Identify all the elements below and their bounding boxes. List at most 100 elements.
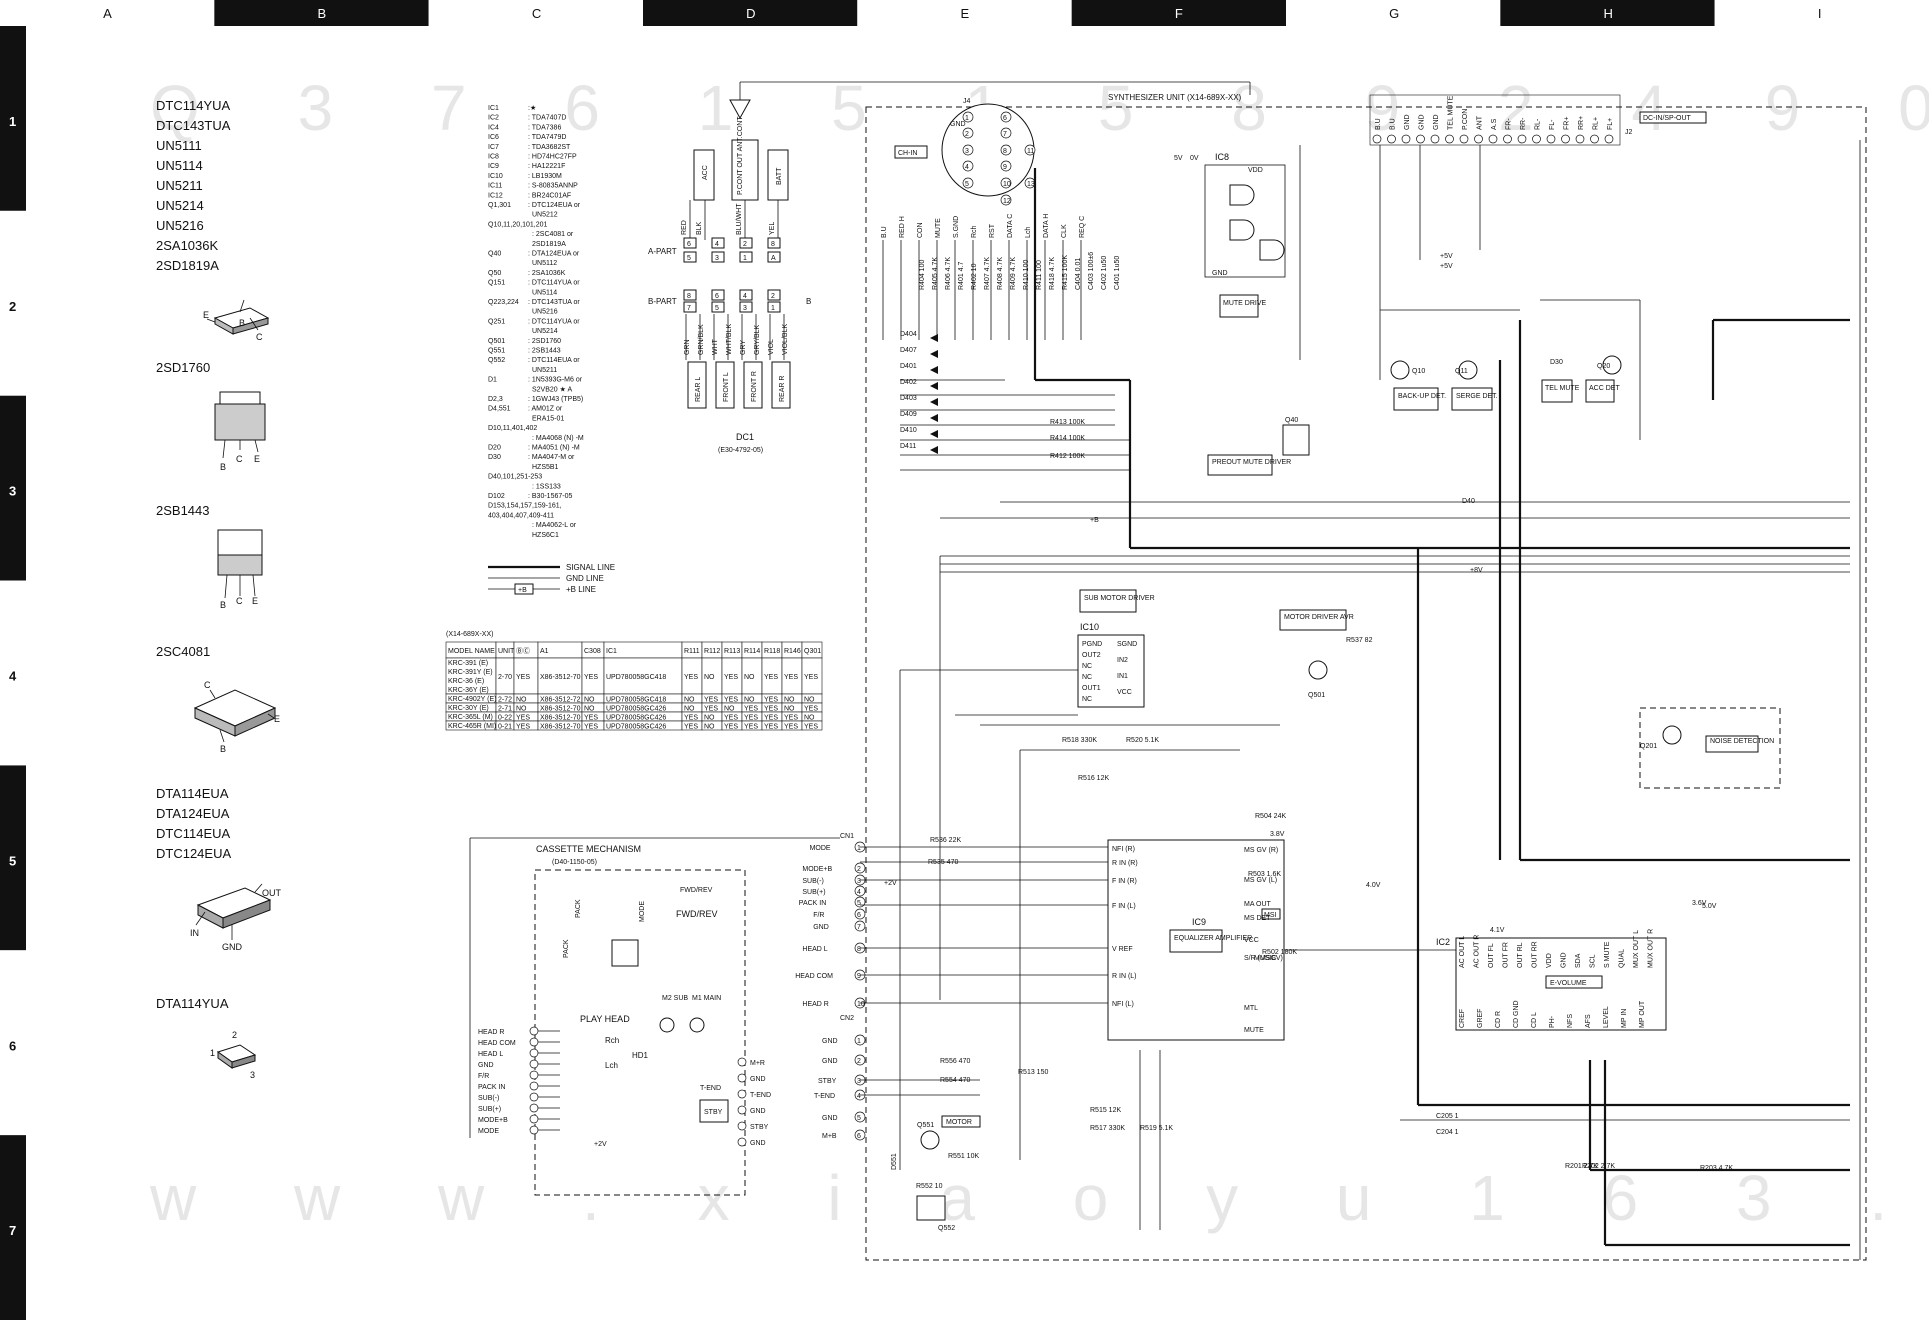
wiring [860,140,1861,1260]
dc1-b-pin-num: 4 [743,293,747,300]
ic-list-ref: Q501 [488,338,505,345]
parts-list: DTC114YUA DTC143TUA UN5111 UN5114 UN5211… [156,98,282,1080]
ic-list-part: : 2SC4081 or [532,231,574,238]
table-cell-value: NO [784,697,795,704]
table-row-model: KRC-465R (MI) [448,723,496,730]
ic-list-ref: IC9 [488,163,499,170]
diode-symbol [930,446,938,454]
ic9-pin-right: VCC [1244,937,1259,944]
j2-pin-label: GND [1419,114,1426,130]
dc1-b-pin [711,289,725,301]
q20-label: Q20 [1597,363,1610,370]
ic8-gnd: GND [1212,270,1228,277]
column-label: B [318,6,327,21]
ic-list-part: : TDA7386 [528,124,561,131]
part-label: DTC124EUA [156,846,231,861]
ic-list-part: : 2SA1036K [528,270,566,277]
j4-signal: CLK [1061,224,1068,238]
dc1-a-pin-num: 8 [771,241,775,248]
dc1-a-pin [683,251,697,263]
ic9-pin-left: V REF [1112,946,1133,953]
cn1-pin-label: GND [813,924,829,931]
dc-in-label: DC-IN/SP-OUT [1643,115,1692,122]
dc1-b-pin [683,301,697,313]
component-label: R414 100K [1050,435,1085,442]
dc1-b-pin [767,301,781,313]
ic2-pin-top: AC OUT L [1459,936,1466,968]
cn1-pin-label: HEAD L [802,946,827,953]
j4-pin [1000,177,1012,189]
ic2-pin-top: SDA [1575,953,1582,968]
j2-pin-label: ANT [1477,115,1484,130]
q552-label: Q552 [938,1225,955,1232]
j2-pin [1445,134,1454,144]
ic10-pin-left: OUT1 [1082,685,1101,692]
column-band-cell [1714,0,1929,26]
cn1-pin-num: 8 [857,946,861,953]
cassette-left-pin: HEAD COM [478,1040,516,1047]
dc1-a-pin-num: 6 [687,241,691,248]
ic-list-part: UN5214 [532,328,558,335]
table-header: R112 [704,648,720,655]
cn1-pin-label: F/R [813,912,824,919]
ic-list-ref: D2,3 [488,396,503,403]
j2-pin-label: P.CON [1462,109,1469,130]
ic9-pin-right: MS GV (L) [1244,877,1277,884]
cn1-pin-num: 5 [857,900,861,907]
wire-color: YEL [769,222,776,235]
j4-pin [1000,144,1012,156]
j2-pin [1416,134,1425,144]
motor-drive-block: Q551 MOTOR Q552 D551 [891,1115,981,1232]
dc1-connector: ACC P.CONT OUT ANT.CONT BATT RED BLK BLU… [648,81,1251,454]
detect-blocks: Q10 Q11 Q20 BACK-UP DET. SERGE DET. TEL … [1390,355,1622,505]
component-label: R517 330K [1090,1125,1125,1132]
ic10-pin-right: IN1 [1117,673,1128,680]
resistor-label: R401 4.7 [958,261,965,290]
ic9-pin-left: F IN (R) [1112,878,1137,885]
back-up-label: BACK-UP DET. [1398,393,1446,400]
cn1-pin-num: 9 [857,973,861,980]
cassette-title: CASSETTE MECHANISM [536,844,641,854]
cn2-pin-label: M+B [822,1133,837,1140]
diode-label: D403 [900,395,917,402]
cassette-pin-circle [737,1057,747,1067]
j4-gnd: GND [950,121,966,128]
table-cell-value: YES [744,715,758,722]
resistor-label: R405 4.7K [932,257,939,290]
speaker-label: FRONT R [751,371,758,402]
cn1-pin-num: 4 [857,889,861,896]
cn1-pin-label: PACK IN [799,900,827,907]
table-cell [801,720,823,731]
dc1-pin-batt: BATT [776,167,783,185]
ic2-pin-bottom: AFS [1585,1014,1592,1028]
row-label: 6 [9,1038,16,1053]
j4-signal: Rch [971,225,978,238]
resistor-label: R415 100K [1062,255,1069,290]
synth-unit-border [865,106,1867,1261]
speaker-box [743,361,763,409]
j2-pin [1546,134,1556,144]
table-cell-value: YES [724,697,738,704]
cn1-pin-num: 1 [857,845,861,852]
ic-list-ref: Q223,224 [488,299,519,306]
table-row-model: KRC-391 (E) [448,660,488,667]
dc1-b-pin-num: 3 [743,305,747,312]
row-band-cell [0,765,26,951]
noise-detection-block: Q201 NOISE DETECTION [1639,707,1781,789]
ic10-pin-left: NC [1082,663,1092,670]
table-cell-value: YES [784,715,798,722]
resistor-label: R407 4.7K [984,257,991,290]
tend-label: T-END [700,1085,721,1092]
table-cell-value: NO [684,706,695,713]
cassette-left-pin: MODE [478,1128,499,1135]
ic-list-part: UN5216 [532,309,558,316]
j2-pin [1488,134,1498,144]
cn1-pin-label: SUB(+) [802,889,825,896]
j4-pin-num: 12 [1003,198,1011,205]
table-row-model: KRC-391Y (E) [448,669,493,676]
diode-symbol [930,350,938,358]
resistor-label: R404 100 [919,260,926,290]
component-label: R537 82 [1346,637,1373,644]
